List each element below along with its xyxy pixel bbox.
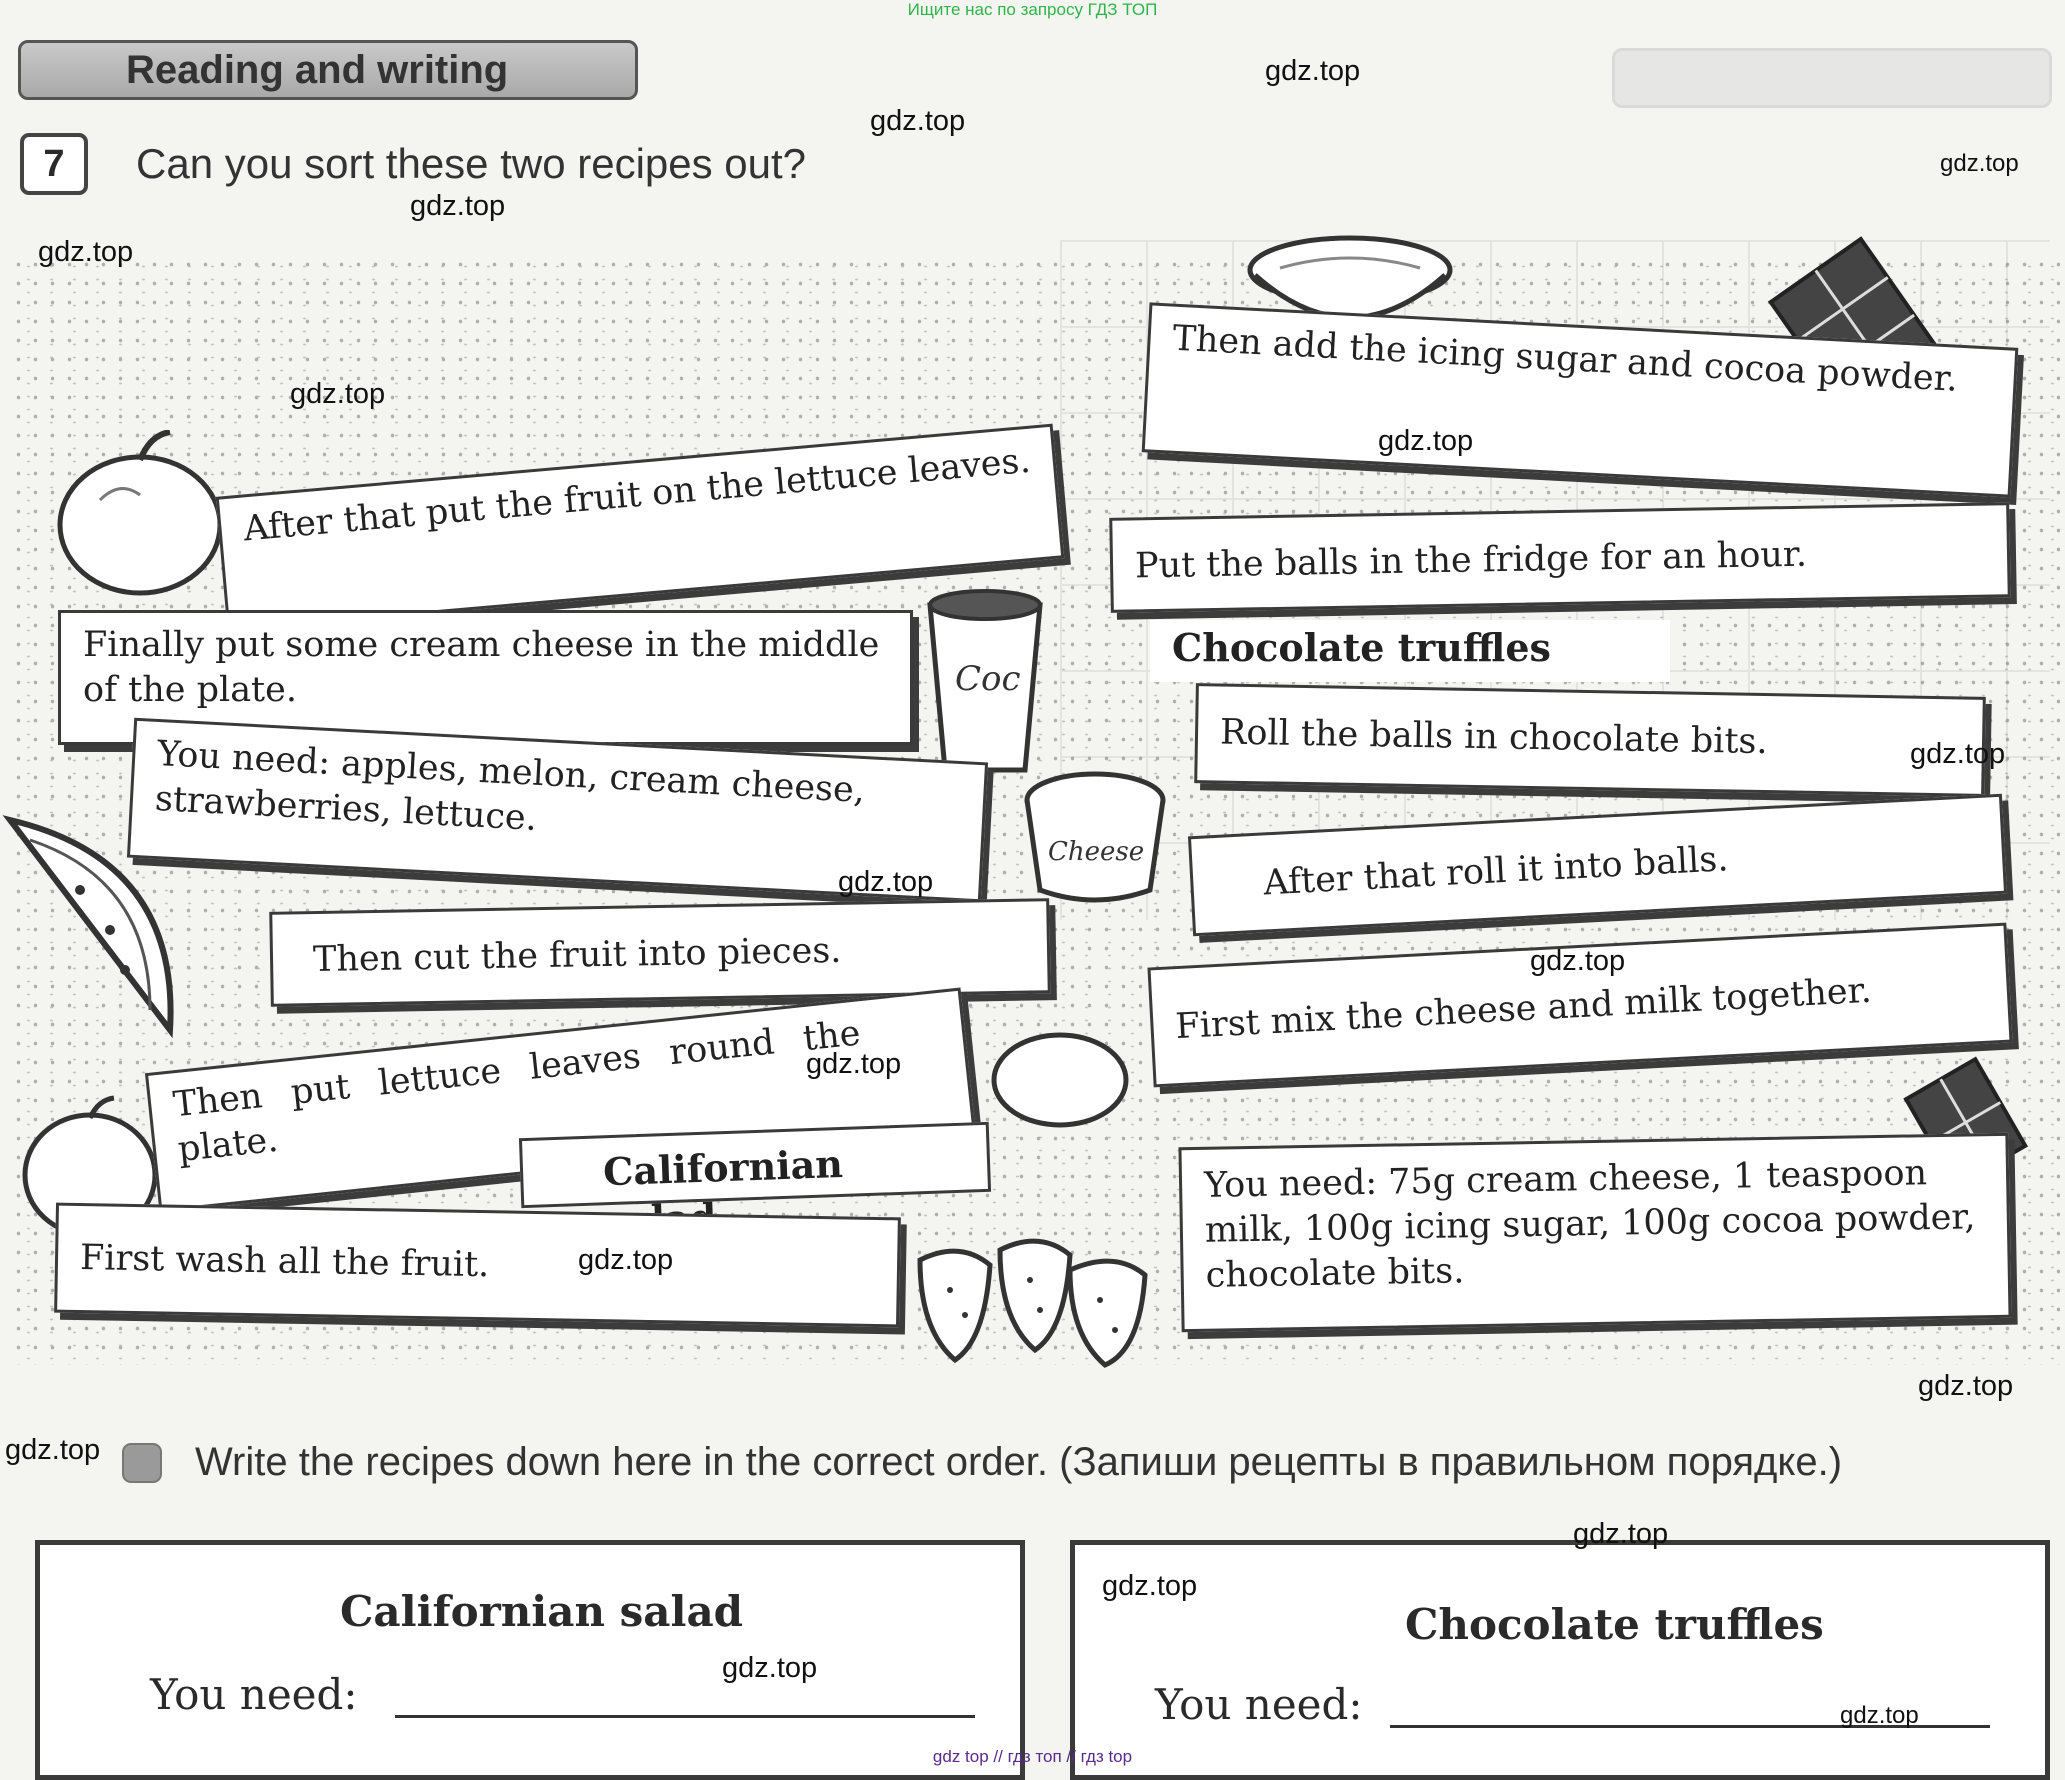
watermark: gdz.top	[578, 1244, 674, 1276]
answer-line[interactable]	[1390, 1725, 1990, 1728]
watermark: gdz.top	[38, 236, 134, 268]
recipe-strip-fridge[interactable]: Put the balls in the fridge for an hour.	[1109, 502, 2011, 613]
watermark: gdz.top	[290, 378, 386, 410]
melon-icon	[2, 815, 174, 1039]
section-title: Reading and writing	[18, 40, 638, 100]
watermark: gdz.top	[1573, 1518, 1669, 1550]
watermark: gdz.top	[5, 1434, 101, 1466]
recipe-strip-wash-fruit[interactable]: First wash all the fruit.	[54, 1202, 901, 1328]
watermark: gdz.top	[806, 1048, 902, 1080]
strawberry-icon	[917, 1238, 1148, 1368]
recipe-strip-truffles-need[interactable]: You need: 75g cream cheese, 1 teaspoon m…	[1178, 1132, 2012, 1333]
top-banner[interactable]: Ищите нас по запросу ГДЗ ТОП	[907, 0, 1158, 19]
task-instruction: Write the recipes down here in the corre…	[195, 1440, 1843, 1484]
watermark: gdz.top	[1530, 945, 1626, 977]
ghost-header	[1612, 48, 2052, 108]
cocoa-cup-icon: Coc	[927, 589, 1043, 773]
watermark: gdz.top	[838, 866, 934, 898]
apple-icon	[57, 430, 223, 596]
answer-box-salad[interactable]: Californian salad You need:	[35, 1540, 1025, 1780]
watermark: gdz.top	[1910, 738, 2006, 770]
answer-line[interactable]	[395, 1715, 975, 1718]
answer-box-salad-title: Californian salad	[340, 1587, 744, 1636]
watermark: gdz.top	[1378, 425, 1474, 457]
watermark: gdz.top	[1102, 1570, 1198, 1602]
exercise-question: Can you sort these two recipes out?	[136, 140, 807, 187]
answer-box-truffles-need-label: You need:	[1155, 1680, 1363, 1729]
answer-box-truffles-title: Chocolate truffles	[1405, 1600, 1824, 1649]
svg-text:Coc: Coc	[955, 659, 1021, 699]
exercise-number: 7	[20, 133, 88, 195]
watermark: gdz.top	[870, 105, 966, 137]
apple-icon	[991, 1032, 1129, 1128]
svg-text:Cheese: Cheese	[1048, 837, 1144, 867]
watermark: gdz.top	[1265, 55, 1361, 87]
watermark: gdz.top	[722, 1652, 818, 1684]
task-bullet-icon	[122, 1443, 162, 1483]
watermark: gdz.top	[410, 190, 506, 222]
cheese-tub-icon: Cheese	[1024, 771, 1166, 903]
answer-box-truffles[interactable]: Chocolate truffles You need:	[1070, 1540, 2050, 1780]
watermark: gdz.top	[1918, 1370, 2014, 1402]
answer-box-salad-need-label: You need:	[150, 1670, 358, 1719]
watermark: gdz.top	[1840, 1702, 1919, 1729]
recipe-title-truffles[interactable]: Chocolate truffles	[1150, 620, 1670, 682]
watermark: gdz.top	[1940, 150, 2019, 177]
recipe-strip-roll-chocolate[interactable]: Roll the balls in chocolate bits.	[1194, 683, 1986, 797]
footer-links[interactable]: gdz top // гдз топ // гдз top	[932, 1747, 1133, 1766]
